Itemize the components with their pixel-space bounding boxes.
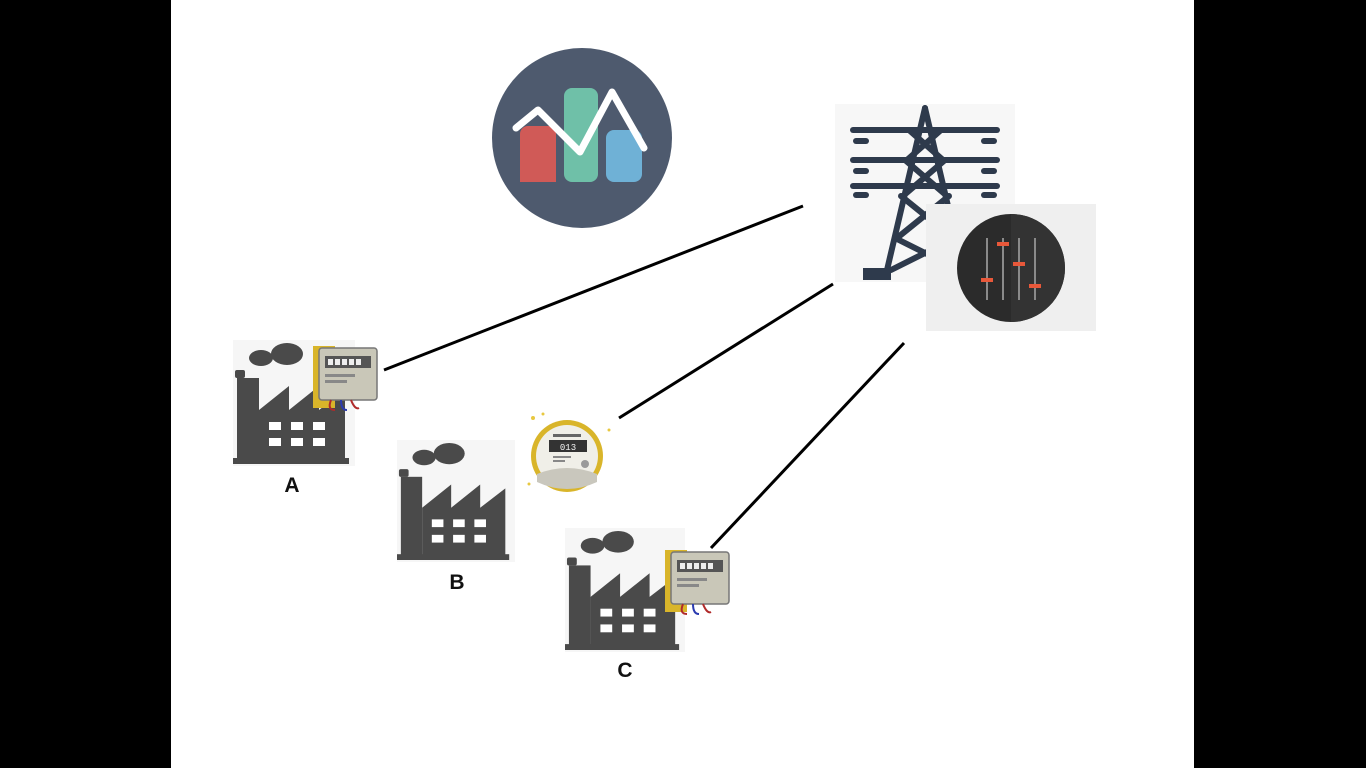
connector-a-tower: [383, 204, 804, 372]
node-label-a: A: [284, 474, 300, 497]
factory-a-group: [233, 340, 393, 466]
node-label-c: C: [617, 659, 633, 682]
connector-b-tower: [618, 282, 834, 420]
mixer-sliders-icon: [926, 204, 1096, 331]
smart-meter-icon: 013: [527, 412, 611, 492]
slide: A 013 B: [171, 0, 1194, 768]
analytics-chart-icon: [492, 48, 672, 228]
factory-c-group: [565, 528, 745, 652]
node-label-b: B: [449, 571, 465, 594]
mechanical-meter-icon: [665, 550, 730, 615]
smart-meter-display: 013: [560, 443, 576, 453]
factory-icon: [233, 340, 355, 466]
connector-lines: [383, 204, 906, 550]
connector-c-controller: [709, 341, 906, 550]
mechanical-meter-icon: [313, 346, 378, 411]
factory-icon: [397, 440, 515, 562]
